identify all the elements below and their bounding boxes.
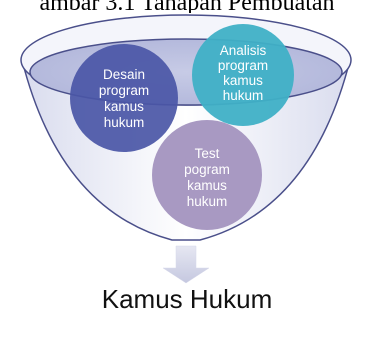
circle-desain: Desain program kamus hukum [70,44,178,152]
circle-desain-line-3: kamus [104,99,144,114]
circle-test-line-4: hukum [187,194,228,209]
circle-analisis-line-1: Analisis [220,43,267,58]
circle-analisis-line-4: hukum [223,88,264,103]
circle-analisis: Analisis program kamus hukum [192,24,294,126]
circle-test-line-1: Test [195,146,220,161]
circle-analisis-line-2: program [218,58,268,73]
circle-desain-line-4: hukum [104,115,145,130]
circle-desain-line-1: Desain [103,67,145,82]
circle-test-line-2: pogram [184,162,230,177]
down-arrow-icon [162,245,210,284]
cropped-header-text: ambar 3.1 Tahapan Pembuatan Aplikasi Kam… [39,0,335,13]
circle-test-line-3: kamus [187,178,227,193]
circle-test: Test pogram kamus hukum [152,120,262,230]
circle-analisis-line-3: kamus [223,73,263,88]
circle-desain-line-2: program [99,83,149,98]
output-label: Kamus Hukum [101,284,273,314]
